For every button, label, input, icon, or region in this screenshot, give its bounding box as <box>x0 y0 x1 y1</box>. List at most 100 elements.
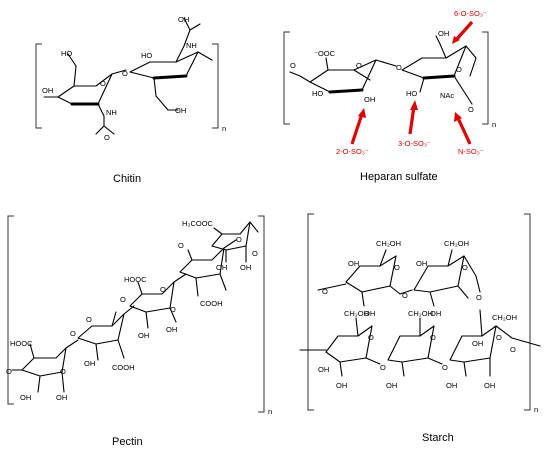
pectin-structure: n HOOC OH OH O O COOH OH O HOOC OH OH O … <box>6 215 272 448</box>
heparan-ring-2-front <box>422 74 456 80</box>
starch-label-o-3: O <box>462 263 468 272</box>
starch-label-o-10: O <box>510 345 516 354</box>
starch-label-oh-4: OH <box>430 309 441 318</box>
heparan-annotation-3-o-so3: 3-O-SO₃⁻ <box>398 139 431 148</box>
starch-label-o-5: O <box>368 333 374 342</box>
chitin-label-o2: O <box>122 69 128 78</box>
starch-label-o-1: O <box>394 263 400 272</box>
chitin-repeat-n: n <box>222 124 226 133</box>
heparan-ring-2-substituents <box>419 35 477 105</box>
heparan-arrow-6-o <box>454 20 474 42</box>
pectin-label-o4: O <box>160 285 166 294</box>
pectin-ring-2 <box>77 313 125 345</box>
heparan-label-oh2: OH <box>438 29 449 38</box>
pectin-label-o8: O <box>170 305 176 314</box>
heparan-ring-1-substituents <box>289 57 397 83</box>
chitin-label-oh: OH <box>42 86 53 95</box>
pectin-ring-3-substituents <box>137 273 187 329</box>
heparan-label-o5: O <box>468 105 474 114</box>
pectin-ring-5-substituents <box>213 221 259 263</box>
chitin-ring-2-substituents <box>153 17 213 111</box>
heparan-label-ho2: HO <box>406 89 417 98</box>
heparan-annotation-2-o-so3: 2-O-SO₃⁻ <box>336 147 369 156</box>
starch-label-o-11: O <box>322 287 328 296</box>
starch-label-ch2oh-2: CH₂OH <box>444 239 469 248</box>
heparan-left-bracket <box>283 31 290 125</box>
pectin-label-h3cooc: H₃COOC <box>182 219 214 228</box>
starch-bottom-ring-2-substituents <box>401 317 443 377</box>
heparan-label-o3: O <box>396 63 402 72</box>
heparan-repeat-n: n <box>492 120 496 129</box>
chitin-structure: n HO OH O O O NH HO NH OH OH Chitin <box>35 15 226 185</box>
pectin-caption: Pectin <box>112 436 143 448</box>
pectin-label-o5: O <box>178 241 184 250</box>
pectin-label-oh6: OH <box>216 263 227 272</box>
heparan-arrowhead-2-o <box>358 108 366 118</box>
starch-label-o-4: O <box>476 293 482 302</box>
starch-label-o-8: O <box>442 363 448 372</box>
pectin-label-oh5: OH <box>166 325 177 334</box>
pectin-ring-3 <box>129 281 175 313</box>
heparan-label-nac: NAc <box>440 91 454 100</box>
pectin-ring-1-substituents <box>11 339 79 393</box>
chitin-left-bracket <box>35 43 42 129</box>
pectin-repeat-n: n <box>268 407 272 416</box>
starch-top-ring-1-substituents <box>361 249 413 307</box>
heparan-arrowhead-n <box>454 112 462 122</box>
heparan-label-o2: O <box>356 61 362 70</box>
pectin-label-hooc2: HOOC <box>124 275 147 284</box>
heparan-arrowhead-3-o <box>410 100 418 110</box>
pectin-label-o7: O <box>252 249 258 258</box>
chitin-label-oh2: OH <box>175 106 186 115</box>
heparan-arrow-2-o <box>350 113 364 145</box>
pectin-right-bracket <box>258 215 265 413</box>
chitin-label-o1: O <box>100 79 106 88</box>
pectin-label-cooh2: COOH <box>200 299 223 308</box>
starch-label-o-6: O <box>380 363 386 372</box>
heparan-label-o1: O <box>290 61 296 70</box>
heparan-annotation-n-so3: N-SO₃⁻ <box>458 147 484 156</box>
pectin-left-bracket <box>7 215 14 405</box>
starch-structure: n CH₂OH OH OH O O CH₂OH OH OH O O CH₂OH … <box>299 213 541 444</box>
heparan-arrowhead-6-o <box>452 36 460 44</box>
starch-label-oh-6: OH <box>336 381 347 390</box>
pectin-label-o1: O <box>6 367 12 376</box>
pectin-ring-5 <box>211 221 251 251</box>
starch-label-oh-7: OH <box>386 381 397 390</box>
starch-left-bracket <box>307 213 314 411</box>
heparan-ring-1 <box>309 59 377 93</box>
starch-label-oh-10: OH <box>484 381 495 390</box>
chitin-ring-1-substituents <box>43 53 127 135</box>
pectin-label-cooh1: COOH <box>112 363 135 372</box>
chitin-label-o4: OH <box>178 15 189 24</box>
heparan-label-ho: HO <box>312 89 323 98</box>
chitin-label-o3: O <box>104 133 110 142</box>
heparan-ring-1-front <box>328 88 364 94</box>
starch-label-ch2oh-3: CH₂OH <box>344 309 369 318</box>
starch-label-oh-3: OH <box>416 259 427 268</box>
starch-label-oh-5: OH <box>318 365 329 374</box>
pectin-label-hooc1: HOOC <box>10 339 33 348</box>
starch-repeat-n: n <box>534 405 538 414</box>
heparan-arrow-n <box>456 117 472 145</box>
heparan-caption: Heparan sulfate <box>360 171 438 183</box>
chitin-label-ho2: HO <box>141 51 152 60</box>
pectin-ring-4-substituents <box>187 239 237 297</box>
starch-label-oh-9: OH <box>446 381 457 390</box>
starch-branch-chain <box>317 283 347 291</box>
starch-right-bracket <box>524 213 531 411</box>
pectin-ring-2-substituents <box>95 305 135 361</box>
starch-label-ch2oh-4: CH₂OH <box>408 309 433 318</box>
pectin-label-oh1: OH <box>20 393 31 402</box>
heparan-right-bracket <box>482 31 489 125</box>
starch-bottom-ring-1-substituents <box>339 317 381 377</box>
heparan-label-coo: ⁻OOC <box>314 49 336 58</box>
chitin-label-nh1: NH <box>106 108 117 117</box>
starch-label-o-9: O <box>496 333 502 342</box>
chitin-right-bracket <box>212 43 219 129</box>
pectin-label-oh4: OH <box>138 331 149 340</box>
starch-top-ring-2-substituents <box>429 249 481 307</box>
starch-label-ch2oh-1: CH₂OH <box>376 239 401 248</box>
pectin-label-o10: O <box>120 295 126 304</box>
heparan-annotation-6-o-so3: 6-O-SO₃⁻ <box>454 9 487 18</box>
